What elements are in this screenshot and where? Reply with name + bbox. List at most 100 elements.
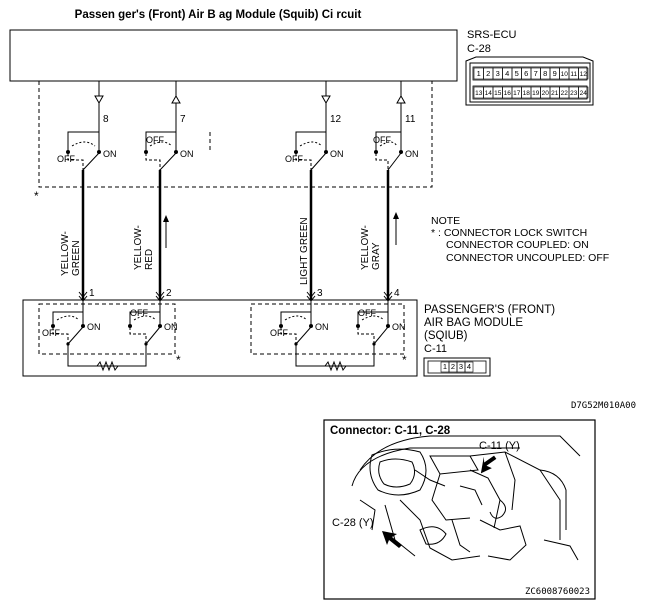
- location-c11-label: C-11 (Y): [479, 440, 520, 452]
- connector-pin-number: 13: [475, 90, 483, 97]
- switch-on-label: ON: [164, 322, 178, 332]
- switch-off-label: OFF: [373, 135, 391, 145]
- switch-off-label: OFF: [285, 154, 303, 164]
- connector-pin-number: 16: [504, 90, 512, 97]
- ecu-terminal-7: 7: [171, 81, 186, 125]
- connector-pin-number: 2: [451, 362, 455, 371]
- squib-2-dashed-outline: [250, 303, 405, 355]
- ecu-terminal-12: 12: [321, 81, 342, 125]
- ecu-terminal-8: 8: [94, 81, 109, 125]
- srs-ecu-label: SRS-ECU: [467, 29, 517, 41]
- connector-pin-number: 7: [534, 69, 538, 78]
- connector-pin-number: 20: [542, 90, 550, 97]
- connector-pin-number: 1: [443, 362, 447, 371]
- note-line-3: CONNECTOR UNCOUPLED: OFF: [446, 252, 609, 264]
- c28-arrow-icon: [382, 531, 402, 548]
- connector-pin-number: 14: [485, 90, 493, 97]
- wire-2-label-line2: RED: [144, 249, 155, 270]
- ecu-terminal-11-label: 11: [405, 114, 416, 125]
- wire-1-label-line2: GREEN: [71, 240, 82, 276]
- wire-1-label-line1: YELLOW-: [60, 231, 71, 276]
- c11-arrow-icon: [480, 455, 497, 474]
- location-image-code: ZC6008760023: [525, 587, 590, 597]
- connector-pin-number: 4: [467, 362, 471, 371]
- ecu-dashed-outline: [38, 81, 433, 188]
- harness-wires: [81, 170, 390, 300]
- ecu-terminal-7-label: 7: [180, 114, 186, 125]
- connector-pin-cell: [578, 67, 589, 80]
- squib-1-dashed-outline: [38, 303, 176, 355]
- switch-off-label: OFF: [57, 154, 75, 164]
- note-heading: NOTE: [431, 215, 460, 227]
- wire-4-label-line1: YELLOW-: [360, 225, 371, 270]
- switch-on-label: ON: [103, 149, 117, 159]
- module-switch-labels: OFF ON OFF ON OFF ON OFF ON: [42, 308, 406, 338]
- module-terminal-3-label: 3: [317, 288, 323, 299]
- module-terminal-1-label: 1: [89, 288, 95, 299]
- wire-2-label-line1: YELLOW-: [133, 225, 144, 270]
- connector-pin-number: 5: [515, 69, 519, 78]
- ecu-switch-dots: [66, 150, 403, 154]
- connector-pin-cell: [578, 86, 589, 99]
- location-c28-label: C-28 (Y): [332, 517, 374, 529]
- diagram-title: Passen ger's (Front) Air B ag Module (Sq…: [75, 9, 362, 21]
- connector-pin-number: 18: [523, 90, 531, 97]
- switch-on-label: ON: [392, 322, 406, 332]
- switch-on-label: ON: [405, 149, 419, 159]
- module-terminal-2-label: 2: [166, 288, 172, 299]
- switch-off-label: OFF: [130, 308, 148, 318]
- connector-pin-number: 10: [561, 71, 569, 78]
- connector-pin-number: 2: [486, 69, 490, 78]
- ecu-asterisk: *: [34, 189, 39, 203]
- connector-pin-number: 11: [570, 71, 577, 78]
- switch-off-label: OFF: [146, 135, 164, 145]
- switch-on-label: ON: [315, 322, 329, 332]
- srs-ecu-box: [9, 29, 458, 82]
- connector-pin-number: 1: [477, 69, 481, 78]
- connector-pin-number: 24: [580, 90, 588, 97]
- connector-pin-number: 4: [505, 69, 509, 78]
- connector-pin-number: 22: [561, 90, 569, 97]
- connector-pin-number: 19: [532, 90, 540, 97]
- module-asterisk: *: [176, 353, 181, 367]
- module-switch-network: [52, 301, 389, 372]
- module-asterisk: *: [402, 353, 407, 367]
- connector-pin-number: 3: [496, 69, 500, 78]
- switch-on-label: ON: [87, 322, 101, 332]
- ecu-terminal-8-label: 8: [103, 114, 109, 125]
- module-label-line-3: (SQIUB): [424, 330, 468, 342]
- module-switch-dots: [51, 324, 390, 346]
- ecu-terminal-12-label: 12: [330, 114, 342, 125]
- location-panel-title: Connector: C-11, C-28: [330, 425, 451, 437]
- ecu-terminal-11: 11: [396, 81, 416, 125]
- airbag-module-box: [22, 299, 418, 377]
- connector-pin-number: 6: [524, 69, 528, 78]
- connector-pin-number: 15: [494, 90, 502, 97]
- connector-pin-number: 12: [580, 71, 588, 78]
- wire-color-labels: YELLOW- GREEN YELLOW- RED LIGHT GREEN YE…: [60, 217, 382, 285]
- diagram-code: D7G52M010A00: [571, 401, 636, 411]
- ecu-switch-labels: OFF ON OFF ON OFF ON OFF ON: [57, 135, 419, 164]
- module-connector-label: C-11: [424, 343, 447, 355]
- ecu-switch-network: [67, 124, 402, 171]
- module-label: PASSENGER'S (FRONT) AIR BAG MODULE (SQIU…: [424, 304, 555, 355]
- wire-4-label-line2: GRAY: [371, 242, 382, 270]
- connector-pin-number: 21: [551, 90, 559, 97]
- switch-off-label: OFF: [358, 308, 376, 318]
- note-line-1: * : CONNECTOR LOCK SWITCH: [431, 227, 587, 239]
- connector-pin-cell: [464, 361, 474, 373]
- module-label-line-1: PASSENGER'S (FRONT): [424, 304, 555, 316]
- connector-pin-number: 23: [570, 90, 578, 97]
- connector-location-panel: Connector: C-11, C-28 C: [323, 419, 596, 600]
- module-terminal-4-label: 4: [394, 288, 400, 299]
- wire-3-label-line1: LIGHT GREEN: [299, 217, 310, 285]
- connector-pin-number: 3: [459, 362, 463, 371]
- note-line-2: CONNECTOR COUPLED: ON: [446, 239, 589, 251]
- switch-off-label: OFF: [42, 328, 60, 338]
